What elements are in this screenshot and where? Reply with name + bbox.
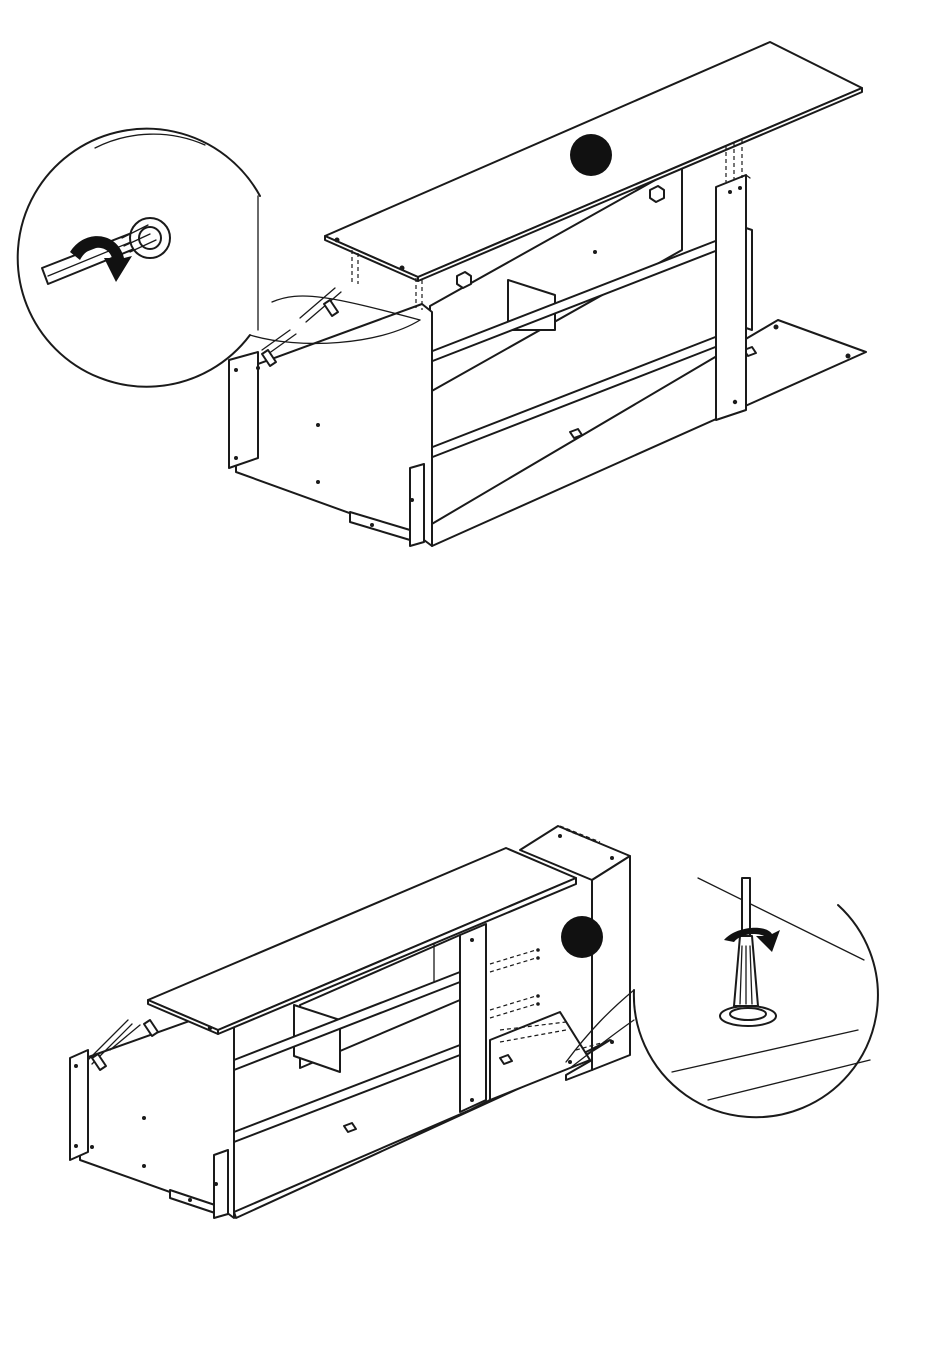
cam-fitting-icon [650, 186, 664, 202]
cam-fitting-icon [457, 272, 471, 288]
center-vertical-panel [460, 924, 486, 1112]
step-marker [570, 134, 612, 176]
left-side-panel [70, 1008, 234, 1218]
bracket-icon [324, 300, 338, 316]
bracket-icon [144, 1020, 158, 1036]
cam-lock-icon [570, 429, 582, 438]
assembly-step-top [18, 42, 866, 546]
assembly-step-bottom [70, 826, 878, 1218]
right-side-panel [716, 175, 752, 420]
step-marker [561, 916, 603, 958]
cam-lock-icon [344, 1123, 356, 1132]
left-side-panel [229, 288, 432, 546]
